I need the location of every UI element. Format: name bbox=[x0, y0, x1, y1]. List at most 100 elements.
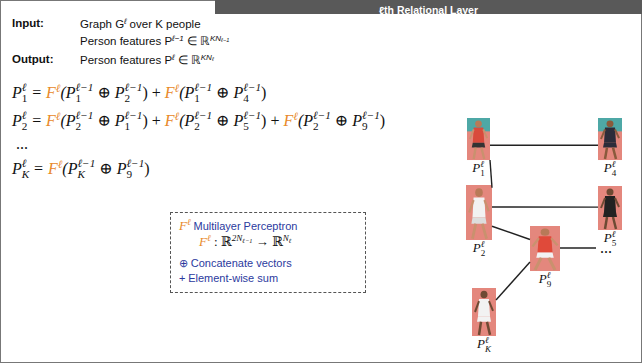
math-token: ℓ−1 bbox=[362, 109, 380, 121]
math-term: (Pℓ−12 bbox=[60, 112, 93, 129]
graph-edge bbox=[496, 262, 530, 300]
superscript: ℓ−1 bbox=[125, 82, 143, 93]
script-stack: ℓ−15 bbox=[243, 110, 261, 132]
superscript: ℓ−1 bbox=[125, 110, 143, 121]
graph-edge bbox=[492, 226, 530, 239]
superscript: 2Nℓ−1 bbox=[232, 233, 253, 243]
person-label: Pℓ5 bbox=[604, 230, 617, 248]
math-token: 1 bbox=[76, 92, 82, 104]
math-term: ⊕ Pℓ−11 bbox=[93, 112, 142, 129]
math-token: F bbox=[48, 160, 58, 177]
person-figure bbox=[467, 118, 490, 160]
text-line: ⊕Concatenate vectors bbox=[179, 255, 292, 271]
person-label: Pℓ4 bbox=[604, 160, 617, 178]
math-token: Person features P bbox=[80, 35, 172, 47]
graph-edge bbox=[490, 160, 492, 188]
math-term: Nℓ bbox=[283, 233, 292, 243]
script-stack: ℓ−11 bbox=[194, 82, 212, 104]
math-token: K bbox=[485, 344, 491, 354]
script-stack: ℓ−1K bbox=[77, 158, 95, 180]
math-token: ℓ bbox=[212, 56, 214, 62]
math-token: ℓ bbox=[58, 158, 63, 170]
math-term: (Pℓ−12 bbox=[298, 112, 331, 129]
math-term: Pℓ2 bbox=[12, 112, 27, 129]
script-stack: ℓ1 bbox=[22, 82, 28, 104]
math-token: + bbox=[179, 272, 185, 284]
math-token: 1 bbox=[22, 92, 28, 104]
subscript: 2 bbox=[76, 121, 94, 132]
superscript: ℓ bbox=[485, 336, 491, 345]
subscript: K bbox=[77, 169, 95, 180]
math-term: Fℓ bbox=[283, 112, 297, 129]
math-token: ∈ ℝ bbox=[178, 54, 201, 66]
subscript: 5 bbox=[243, 121, 261, 132]
math-term: ⊕ Pℓ−19 bbox=[95, 160, 144, 177]
subscript: ℓ−1 bbox=[242, 237, 252, 244]
math-term: ⊕ Pℓ−15 bbox=[212, 112, 261, 129]
subscript: 2 bbox=[481, 249, 486, 258]
person-figure bbox=[598, 118, 622, 160]
math-term: Graph Gℓ bbox=[80, 18, 127, 30]
math-token: ) + bbox=[142, 112, 160, 129]
person-image: Pℓ2 bbox=[466, 185, 492, 240]
math-token: 1 bbox=[480, 168, 485, 178]
math-token: = bbox=[32, 84, 41, 101]
math-token: Element-wise sum bbox=[188, 272, 278, 284]
subscript: ℓ bbox=[212, 56, 214, 62]
person-label: PℓK bbox=[477, 336, 491, 354]
math-token: ℓ−1 bbox=[126, 157, 144, 169]
subscript: ℓ bbox=[289, 237, 292, 244]
math-token: ℓ−1 bbox=[125, 81, 143, 93]
script-stack: ℓ−11 bbox=[125, 110, 143, 132]
superscript: ℓ bbox=[56, 82, 61, 94]
text-line: Graph Gℓover K people bbox=[80, 17, 201, 32]
person-label: Pℓ1 bbox=[472, 160, 485, 178]
math-term: → ℝNℓ bbox=[252, 234, 291, 249]
text-line: +Element-wise sum bbox=[179, 270, 278, 286]
math-term: Fℓ bbox=[165, 112, 179, 129]
math-token: ⊕ P bbox=[216, 84, 243, 101]
math-term: Fℓ bbox=[199, 234, 211, 249]
math-term: ⊕ Pℓ−14 bbox=[212, 84, 261, 101]
text-line: Pℓ1=Fℓ(Pℓ−11⊕ Pℓ−12) +Fℓ(Pℓ−11⊕ Pℓ−14) bbox=[12, 82, 266, 104]
math-token: ℓ bbox=[547, 270, 551, 280]
superscript: ℓ bbox=[293, 110, 298, 122]
math-token: Multilayer Perceptron bbox=[194, 220, 298, 232]
math-token: 1 bbox=[125, 120, 131, 132]
math-token: ℓ bbox=[56, 82, 61, 94]
math-term: Pℓ9 bbox=[539, 271, 552, 286]
math-token: (P bbox=[179, 84, 194, 101]
script-stack: ℓ9 bbox=[547, 271, 552, 289]
math-token: P bbox=[12, 160, 22, 177]
math-term: (Pℓ−11 bbox=[179, 84, 212, 101]
superscript: ℓ bbox=[480, 160, 485, 169]
person-image: PℓK bbox=[472, 288, 496, 336]
math-token: P bbox=[604, 160, 612, 175]
math-token: 9 bbox=[362, 120, 368, 132]
math-token: 2 bbox=[125, 92, 131, 104]
text-line: Input: bbox=[12, 17, 44, 31]
math-token: P bbox=[604, 230, 612, 245]
text-line: PℓK=Fℓ(Pℓ−1K⊕ Pℓ−19) bbox=[12, 158, 150, 180]
math-token: ⊕ P bbox=[97, 84, 124, 101]
script-stack: ℓ2 bbox=[22, 110, 28, 132]
math-token: ) bbox=[144, 160, 149, 177]
math-term: Pℓ1 bbox=[12, 84, 27, 101]
superscript: ℓ bbox=[187, 217, 191, 227]
math-token: = bbox=[34, 160, 43, 177]
person-image: Pℓ4 bbox=[598, 118, 622, 160]
math-token: ⊕ P bbox=[99, 160, 126, 177]
subscript: 1 bbox=[22, 93, 28, 104]
superscript: ℓ−1 bbox=[194, 110, 212, 121]
math-token: ℓ bbox=[480, 159, 484, 169]
math-token: N bbox=[283, 233, 289, 243]
superscript: ℓ−1 bbox=[362, 110, 380, 121]
math-token: KN bbox=[210, 34, 221, 43]
title: ℓth Relational Layer bbox=[379, 4, 478, 16]
superscript: ℓ bbox=[547, 271, 552, 280]
superscript: ℓ−1 bbox=[126, 158, 144, 169]
superscript: ℓ bbox=[612, 160, 617, 169]
superscript: Nℓ bbox=[283, 233, 292, 243]
math-token: Concatenate vectors bbox=[191, 257, 292, 269]
